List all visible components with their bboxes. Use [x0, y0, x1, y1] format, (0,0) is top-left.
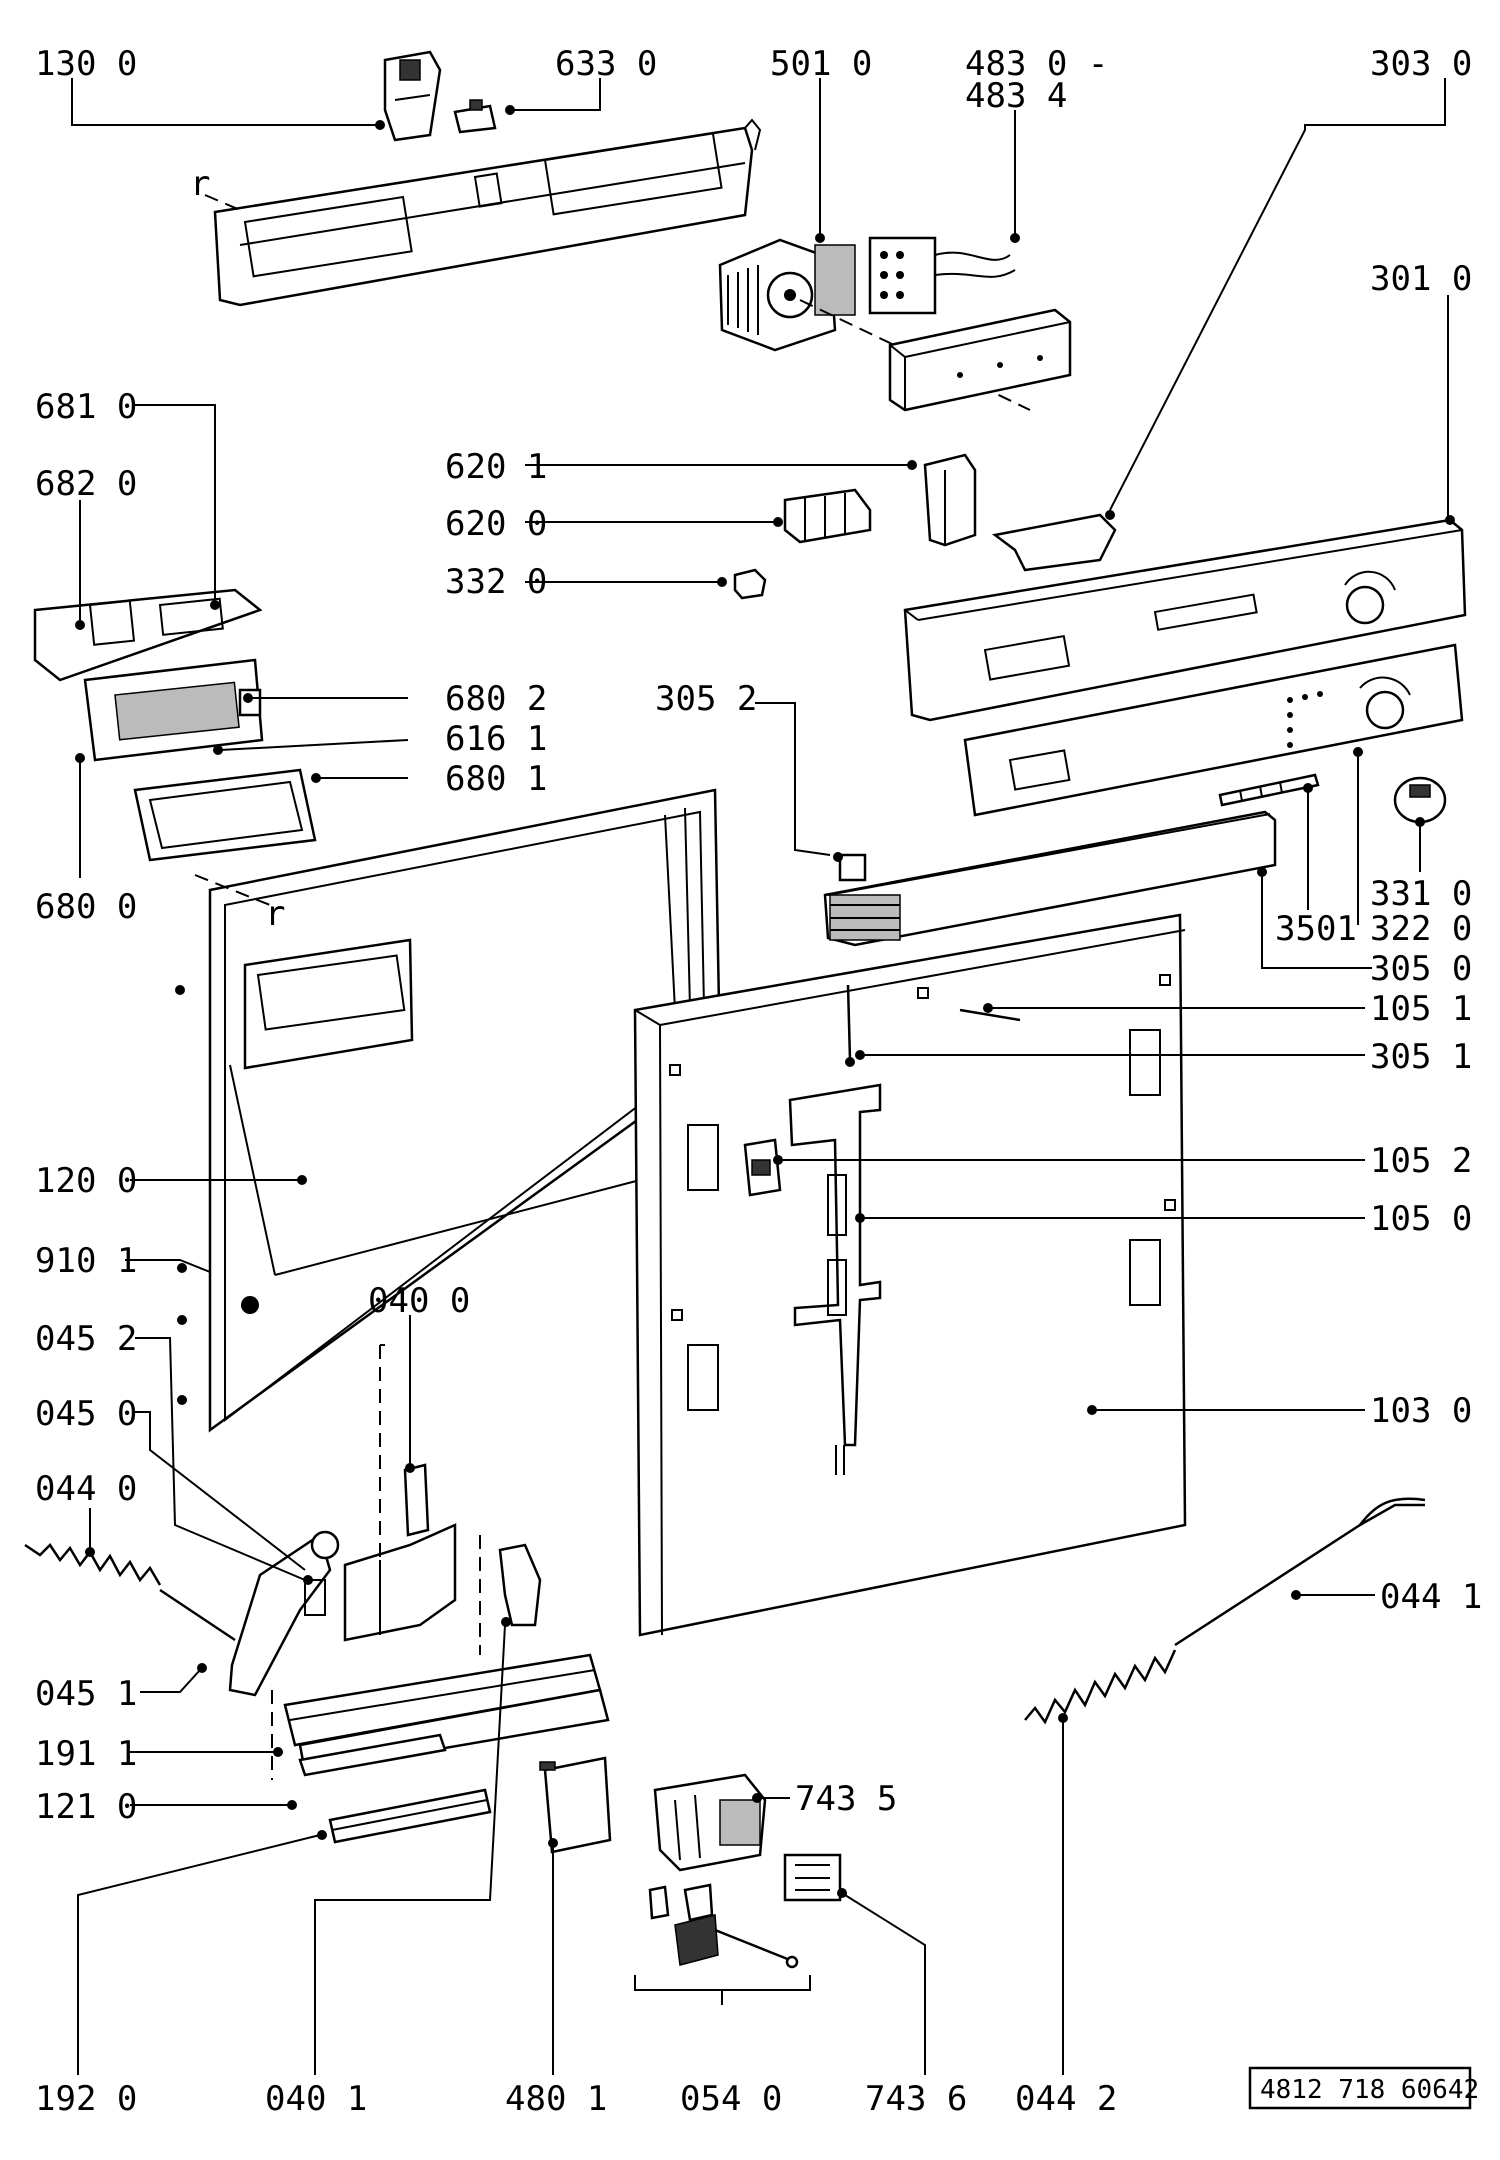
label-483-0: 483 0 - — [965, 44, 1108, 84]
label-045-1: 045 1 — [35, 1674, 137, 1714]
switch-block-part-620-0 — [783, 488, 872, 544]
latch-set-part-054 — [634, 1883, 811, 2005]
label-044-1: 044 1 — [1380, 1577, 1482, 1617]
clip-part-620-1 — [923, 453, 977, 547]
label-305-0: 305 0 — [1370, 949, 1472, 989]
top-rail-part-305 — [823, 810, 1277, 947]
label-105-1: 105 1 — [1370, 989, 1472, 1029]
spring-rod-part-044-1 — [1174, 1497, 1426, 1647]
label-483-4: 483 4 — [965, 76, 1067, 116]
timer-housing-part — [888, 308, 1072, 412]
label-044-0: 044 0 — [35, 1469, 137, 1509]
figure-number: 4812 718 60642 — [1260, 2075, 1479, 2105]
label-045-0: 045 0 — [35, 1394, 137, 1434]
foot-part-480-1 — [539, 1756, 612, 1854]
label-501-0: 501 0 — [770, 44, 872, 84]
label-105-2: 105 2 — [1370, 1141, 1472, 1181]
label-045-2: 045 2 — [35, 1319, 137, 1359]
label-191-1: 191 1 — [35, 1734, 137, 1774]
label-350-1: 3501 — [1275, 909, 1357, 949]
clip-part-105-2 — [743, 1138, 782, 1197]
label-121-0: 121 0 — [35, 1787, 137, 1827]
label-103-0: 103 0 — [1370, 1391, 1472, 1431]
label-331-0: 331 0 — [1370, 874, 1472, 914]
dispenser-lid-part — [33, 588, 263, 682]
label-743-5: 743 5 — [795, 1779, 897, 1819]
grille-part-743-6 — [783, 1853, 842, 1902]
label-120-0: 120 0 — [35, 1161, 137, 1201]
label-322-0: 322 0 — [1370, 909, 1472, 949]
switch-part-130 — [383, 50, 442, 142]
label-130-0: 130 0 — [35, 44, 137, 84]
label-192-0: 192 0 — [35, 2079, 137, 2119]
label-105-0: 105 0 — [1370, 1199, 1472, 1239]
hinge-arm-part-045-0 — [228, 1530, 340, 1697]
r-marker-top: r — [190, 164, 210, 204]
label-040-1: 040 1 — [265, 2079, 367, 2119]
filter-part-743-5 — [653, 1773, 767, 1872]
dispenser-gasket-part — [133, 768, 317, 862]
label-616-1: 616 1 — [445, 719, 547, 759]
label-480-1: 480 1 — [505, 2079, 607, 2119]
leader-lines — [71, 78, 1455, 2075]
hinge-plate-part-105 — [788, 1083, 882, 1475]
rod-part-305-1 — [845, 984, 855, 1067]
label-633-0: 633 0 — [555, 44, 657, 84]
rail-part-192 — [328, 1788, 492, 1844]
control-bracket-part: r — [190, 118, 762, 307]
button-strip-part-350 — [1218, 773, 1320, 807]
label-305-2: 305 2 — [655, 679, 757, 719]
label-620-0: 620 0 — [445, 504, 547, 544]
label-681-0: 681 0 — [35, 387, 137, 427]
outer-door-panel-part — [633, 913, 1187, 1637]
switch-cover-part-303 — [991, 513, 1117, 572]
label-620-1: 620 1 — [445, 447, 547, 487]
button-panel-part — [963, 643, 1464, 817]
label-680-2: 680 2 — [445, 679, 547, 719]
label-743-6: 743 6 — [865, 2079, 967, 2119]
r-marker-frame: r — [265, 894, 285, 934]
label-910-1: 910 1 — [35, 1241, 137, 1281]
label-682-0: 682 0 — [35, 464, 137, 504]
label-680-1: 680 1 — [445, 759, 547, 799]
label-305-1: 305 1 — [1370, 1037, 1472, 1077]
inner-door-frame-part: r — [175, 788, 722, 1433]
rotary-knob-part-331 — [1393, 776, 1447, 824]
label-054-0: 054 0 — [680, 2079, 782, 2119]
callout-labels: 130 0 633 0 501 0 483 0 - 483 4 303 0 30… — [35, 44, 1482, 2119]
label-332-0: 332 0 — [445, 562, 547, 602]
bracket-part-040-1 — [479, 1535, 542, 1655]
label-680-0: 680 0 — [35, 887, 137, 927]
label-303-0: 303 0 — [1370, 44, 1472, 84]
hinge-bracket-part-040-0 — [343, 1344, 457, 1642]
timer-motor-part — [718, 238, 1031, 411]
plinth-strip-part-121 — [298, 1733, 447, 1777]
spring-part-044-0 — [24, 1543, 236, 1642]
microswitch-part-633 — [453, 99, 497, 134]
dispenser-body-part — [83, 658, 264, 762]
connector-block-part — [868, 236, 1016, 315]
figure-number-box: 4812 718 60642 — [1248, 2066, 1479, 2110]
label-044-2: 044 2 — [1015, 2079, 1117, 2119]
label-301-0: 301 0 — [1370, 259, 1472, 299]
knob-cap-part-332 — [733, 568, 767, 600]
spring-part-044-2 — [1024, 1649, 1177, 1725]
label-040-0: 040 0 — [368, 1281, 470, 1321]
